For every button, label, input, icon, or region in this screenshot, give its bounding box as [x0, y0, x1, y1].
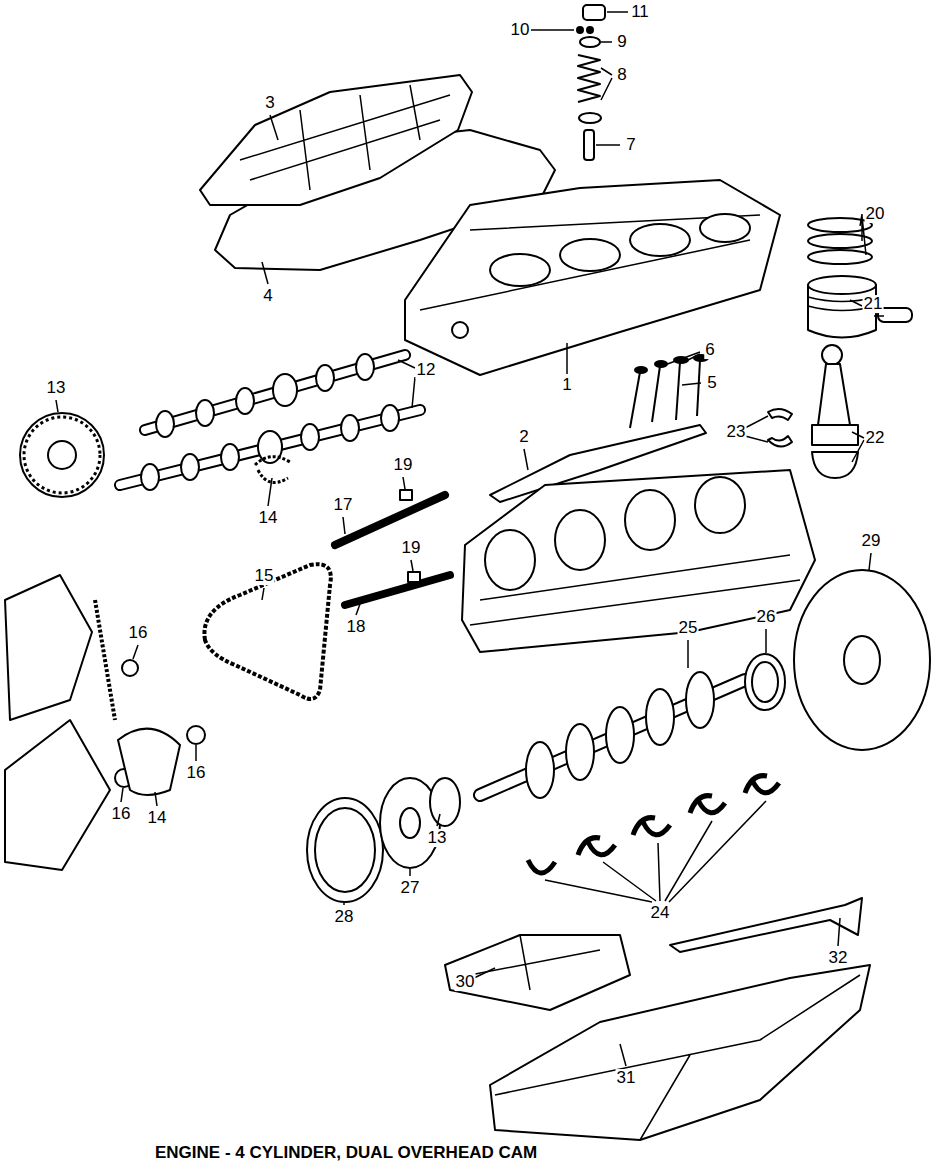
callout-number: 12	[416, 361, 437, 379]
timing-cover	[5, 575, 92, 720]
callout-number: 13	[427, 829, 448, 847]
callout-number: 25	[678, 619, 699, 637]
cam-sprocket	[20, 413, 104, 497]
callout-number: 7	[625, 136, 636, 154]
block-detail	[470, 555, 800, 625]
spring-seat	[579, 113, 601, 123]
cover-ribs	[240, 85, 450, 190]
figure-caption: ENGINE - 4 CYLINDER, DUAL OVERHEAD CAM	[155, 1143, 537, 1163]
piston-top	[808, 276, 876, 294]
combustion-port	[560, 239, 620, 271]
crank-webs	[526, 672, 714, 798]
idler-roller	[122, 660, 138, 676]
callout-number: 13	[46, 379, 67, 397]
leader-lines	[56, 12, 884, 1066]
engine-block	[462, 470, 815, 652]
callout-number: 4	[262, 287, 273, 305]
pan-gasket	[670, 898, 862, 952]
callout-number: 15	[254, 567, 275, 585]
rear-seal-inner	[752, 662, 778, 702]
valve-spring	[578, 55, 600, 102]
head-detail	[420, 215, 760, 310]
callout-number: 29	[861, 532, 882, 550]
rod-big-end	[812, 425, 858, 445]
callout-number: 6	[704, 341, 715, 359]
damper-hub	[400, 808, 420, 838]
oil-pan	[490, 965, 870, 1140]
timing-belt-section	[95, 600, 115, 720]
callout-number: 26	[756, 608, 777, 626]
callout-number: 20	[865, 205, 886, 223]
combustion-port	[630, 224, 690, 256]
piston-ring	[808, 250, 872, 264]
callout-number: 18	[346, 618, 367, 636]
callout-number: 16	[186, 764, 207, 782]
valve-keeper	[583, 5, 605, 20]
crank-sprocket	[430, 778, 460, 826]
callout-number: 11	[630, 3, 650, 21]
callout-number: 8	[616, 66, 627, 84]
rod-small-end	[822, 345, 842, 365]
cylinder-bores	[485, 477, 745, 590]
callout-number: 19	[393, 456, 414, 474]
combustion-port	[700, 214, 750, 242]
callout-number: 9	[616, 33, 627, 51]
head-bolt-hole	[452, 322, 468, 338]
camshaft	[120, 410, 420, 485]
callout-number: 16	[128, 624, 149, 642]
valve-lock	[577, 27, 583, 33]
valve-guide	[584, 130, 594, 160]
combustion-port	[490, 254, 550, 286]
callout-number: 23	[726, 423, 747, 441]
callout-number: 21	[863, 295, 884, 313]
oil-baffle	[445, 935, 630, 1010]
callout-number: 32	[828, 949, 849, 967]
flywheel	[794, 570, 930, 750]
callout-number: 19	[401, 539, 422, 557]
callout-number: 14	[147, 809, 168, 827]
valve-cover	[200, 75, 472, 205]
callout-number: 1	[561, 376, 572, 394]
callout-number: 14	[258, 509, 279, 527]
callout-number: 24	[650, 904, 671, 922]
callout-number: 17	[333, 496, 354, 514]
callout-number: 30	[455, 973, 476, 991]
sprocket-hub	[48, 441, 76, 469]
pulley-groove	[315, 808, 375, 892]
belt-tensioner	[118, 729, 180, 795]
oil-pan-detail	[495, 975, 860, 1140]
valves	[630, 355, 708, 428]
main-bearings	[528, 776, 779, 873]
callout-number: 31	[616, 1069, 637, 1087]
callout-number: 5	[706, 374, 717, 392]
valve-lock	[587, 27, 593, 33]
rod-bearing	[768, 409, 792, 420]
callout-number: 2	[518, 428, 529, 446]
timing-cover	[5, 720, 110, 870]
callout-number: 27	[400, 879, 421, 897]
connecting-rod	[818, 364, 850, 425]
rear-seal	[745, 654, 785, 710]
spring-retainer	[580, 37, 600, 47]
sprocket-teeth	[24, 417, 100, 493]
flywheel-hub	[844, 636, 880, 684]
cam-lobes	[141, 354, 399, 490]
callout-number: 10	[510, 21, 531, 39]
timing-belt	[204, 564, 330, 699]
rod-bearing	[768, 436, 792, 447]
callout-number: 22	[865, 429, 886, 447]
camshaft	[120, 410, 420, 485]
callout-number: 28	[334, 908, 355, 926]
rod-cap	[812, 452, 858, 478]
baffle-detail	[470, 935, 600, 990]
callout-number: 3	[264, 94, 275, 112]
shaft-bearing	[408, 572, 420, 582]
balance-shaft	[345, 575, 450, 605]
crank-pulley	[307, 798, 383, 902]
shaft-bearing	[400, 490, 412, 500]
cylinder-head	[405, 180, 780, 375]
idler-roller	[187, 726, 205, 744]
callout-number: 16	[111, 805, 132, 823]
